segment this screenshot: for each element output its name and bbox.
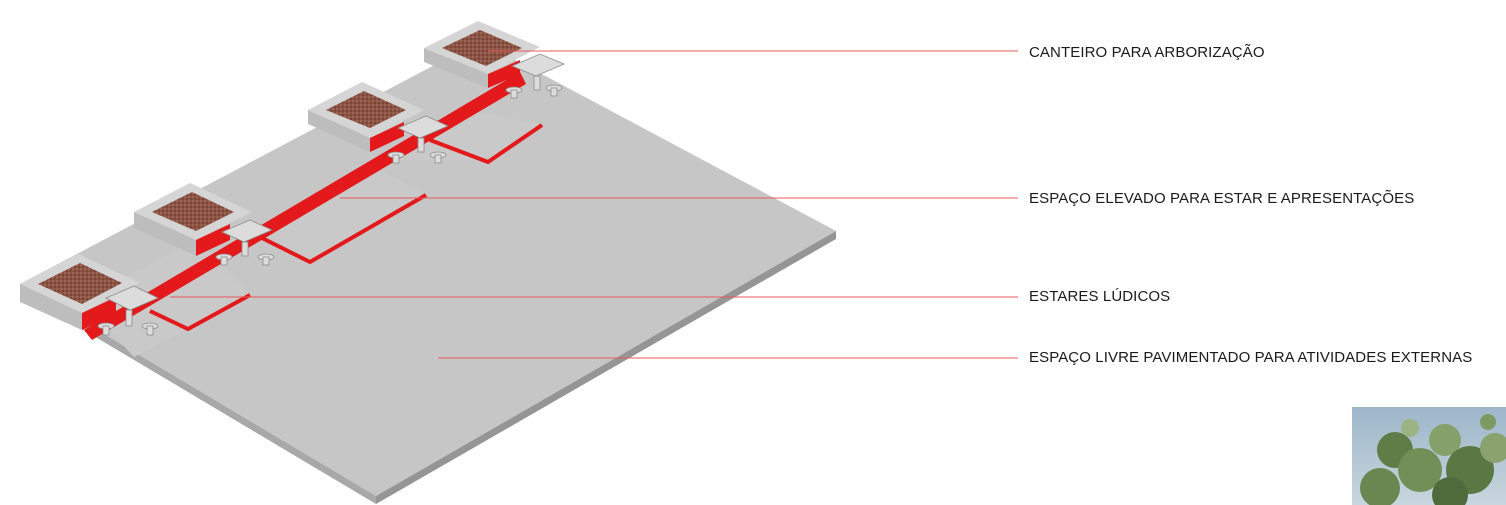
label-raised-stage: ESPAÇO ELEVADO PARA ESTAR E APRESENTAÇÕE… xyxy=(1029,190,1414,207)
foliage-photo xyxy=(1352,407,1506,505)
label-tree-planter: CANTEIRO PARA ARBORIZAÇÃO xyxy=(1029,44,1265,61)
label-paved-open-space: ESPAÇO LIVRE PAVIMENTADO PARA ATIVIDADES… xyxy=(1029,349,1472,366)
label-play-seating: ESTARES LÚDICOS xyxy=(1029,288,1170,305)
